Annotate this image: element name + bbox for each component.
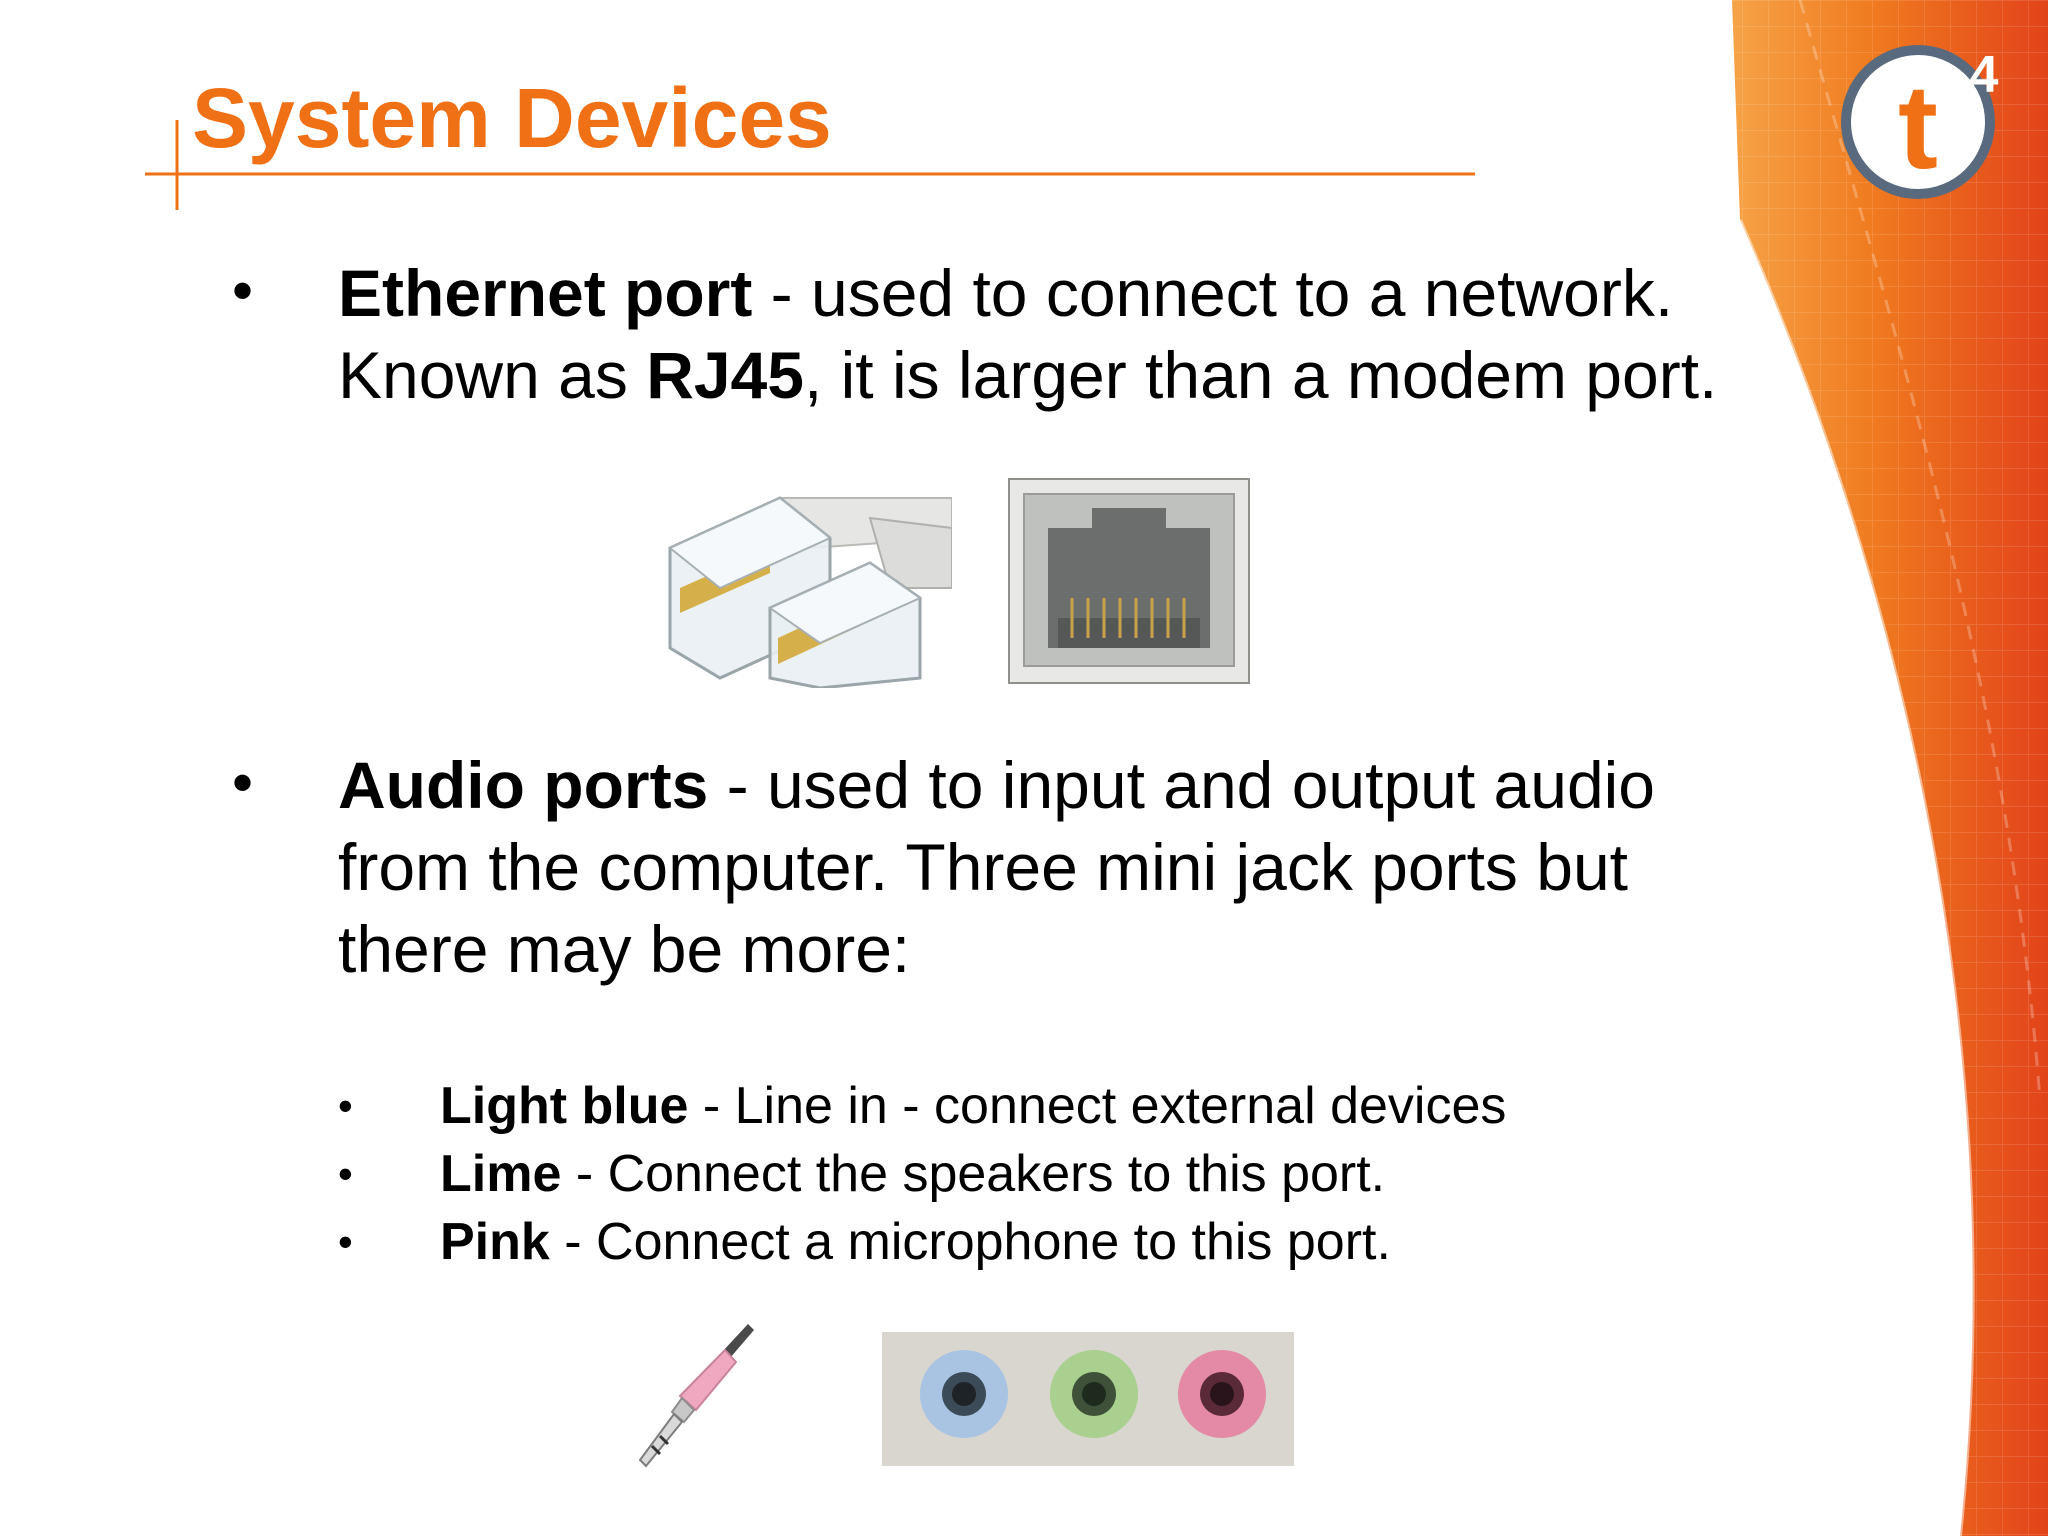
audio-ports-icon: [882, 1332, 1294, 1466]
slide-title: System Devices: [192, 71, 832, 165]
sub-bullet-text: - Connect a microphone to this port.: [549, 1213, 1391, 1271]
sub-bullet-text: - Connect the speakers to this port.: [561, 1145, 1386, 1203]
sub-bullet-dot: •: [338, 1150, 353, 1197]
bullet-text: from the computer. Three mini jack ports…: [338, 830, 1628, 904]
sub-bullet-term: Lime: [440, 1145, 562, 1203]
sub-bullet-lime: Lime - Connect the speakers to this port…: [440, 1140, 1385, 1208]
bullet-dot: •: [232, 749, 254, 816]
bullet-audio: Audio ports - used to input and output a…: [338, 744, 1778, 990]
audio-jack-plug-icon: [638, 1324, 754, 1468]
sub-bullet-term: Light blue: [440, 1077, 689, 1135]
bullet-text: - used to connect to a network.: [752, 256, 1674, 330]
bullet-text: Known as: [338, 338, 647, 412]
bullet-term: Audio ports: [338, 748, 709, 822]
sub-bullet-term: Pink: [440, 1213, 550, 1271]
bullet-text: there may be more:: [338, 912, 911, 986]
bullet-dot: •: [232, 257, 254, 324]
bullet-text: - used to input and output audio: [708, 748, 1656, 822]
bullet-term: RJ45: [646, 338, 804, 412]
t4-logo-icon: t 4: [1841, 45, 1999, 199]
sub-bullet-light-blue: Light blue - Line in - connect external …: [440, 1072, 1506, 1140]
bullet-text: , it is larger than a modem port.: [803, 338, 1718, 412]
logo-superscript: 4: [1970, 46, 1999, 104]
sub-bullet-dot: •: [338, 1218, 353, 1265]
bullet-term: Ethernet port: [338, 256, 753, 330]
rj45-plugs-icon: [660, 478, 952, 688]
sub-bullet-pink: Pink - Connect a microphone to this port…: [440, 1208, 1391, 1276]
bullet-ethernet: Ethernet port - used to connect to a net…: [338, 252, 1778, 416]
sub-bullet-text: - Line in - connect external devices: [688, 1077, 1507, 1135]
sub-bullet-dot: •: [338, 1082, 353, 1129]
ethernet-socket-icon: [1008, 478, 1250, 684]
logo-letter: t: [1898, 60, 1938, 194]
